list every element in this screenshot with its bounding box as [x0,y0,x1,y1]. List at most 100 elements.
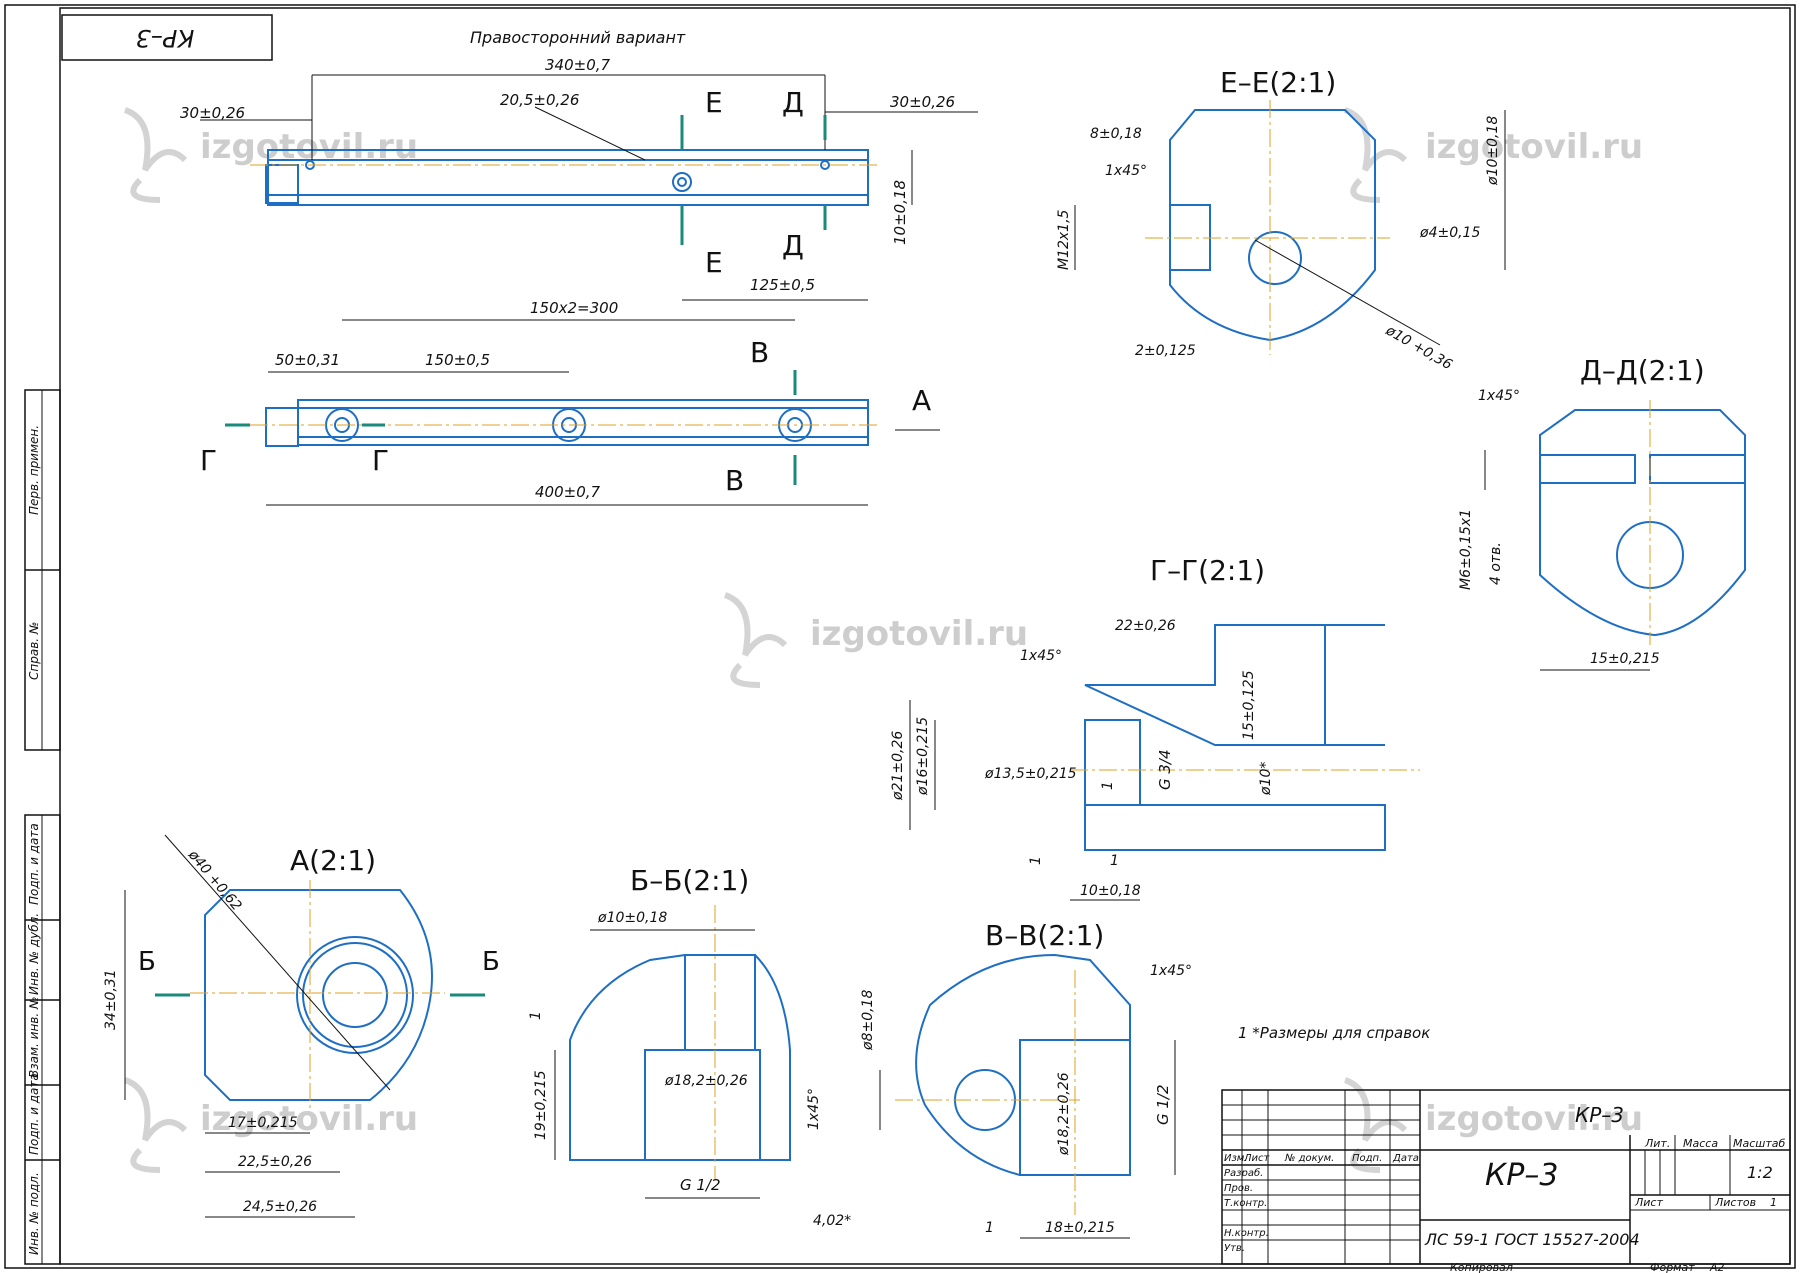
vv-dim-g12: G 1/2 [1154,1084,1172,1125]
a-dim-24-5: 24,5±0,26 [243,1199,317,1215]
section-gg: Г–Г(2:1) 22±0,26 1x45° ø21±0,26 ø16±0,21… [890,554,1420,901]
a-cut-b-left: Б [138,947,156,977]
ee-dim-chamfer: 1x45° [1105,163,1147,179]
cut-g-left: Г [200,444,217,477]
dim-30-right: 30±0,26 [890,93,955,111]
dim-150x2: 150x2=300 [530,299,618,317]
gg-dim-1b: 1 [1028,856,1044,865]
reference-note: 1 *Размеры для справок [1238,1024,1430,1042]
section-ee-title: Е–Е(2:1) [1220,66,1336,99]
vv-dim-18: 18±0,215 [1045,1220,1115,1236]
section-vv-title: В–В(2:1) [985,919,1104,952]
tb-scale-label: Масштаб [1733,1137,1785,1150]
gg-dim-d10: ø10* [1258,762,1274,796]
side-label-6: Подп. и дата [27,1073,41,1155]
gg-dim-10: 10±0,18 [1080,883,1141,899]
cut-v-top: В [750,336,769,369]
bb-dim-4-02: 4,02* [813,1213,851,1229]
bb-dim-g12: G 1/2 [680,1176,721,1194]
dim-50: 50±0,31 [275,351,340,369]
ee-dim-8: 8±0,18 [1090,126,1142,142]
corner-stamp: КР–3 [136,24,195,52]
gg-dim-22: 22±0,26 [1115,618,1176,634]
gg-dim-15: 15±0,125 [1241,670,1257,740]
dd-dim-chamfer: 1x45° [1478,388,1520,404]
title-block: КР–3 Изм. Лист № докум. Подп. Дата Разра… [1221,1089,1791,1273]
tb-designation: КР–3 [1485,1158,1558,1193]
gg-dim-d13-5: ø13,5±0,215 [984,766,1077,782]
gg-dim-d21: ø21±0,26 [890,731,906,801]
dd-dim-holes: 4 отв. [1488,542,1504,585]
tb-col-izm: Изм. [1224,1153,1248,1164]
side-label-7: Инв. № подл. [27,1172,41,1255]
tb-row-utv: Утв. [1224,1243,1245,1254]
side-label-1: Перв. примен. [27,425,41,515]
gg-dim-1a: 1 [1100,781,1116,790]
tb-header-code: КР–3 [1575,1103,1624,1127]
a-dim-34: 34±0,31 [103,969,119,1030]
tb-mass: Масса [1683,1137,1718,1150]
dim-30-left: 30±0,26 [180,104,245,122]
section-vv: В–В(2:1) 1x45° ø8±0,18 ø18,2±0,26 G 1/2 … [860,919,1192,1239]
cut-d-bottom: Д [782,229,804,262]
corner-stamp-box [61,14,273,61]
dim-125: 125±0,5 [750,276,815,294]
bb-dim-d18-2: ø18,2±0,26 [664,1073,748,1089]
tb-material: ЛС 59-1 ГОСТ 15527-2004 [1424,1230,1640,1249]
dd-dim-15: 15±0,215 [1590,651,1660,667]
section-gg-title: Г–Г(2:1) [1150,554,1265,587]
svg-text:izgotovil.ru: izgotovil.ru [200,1099,418,1139]
tb-sheets-value: 1 [1770,1196,1777,1209]
gg-dim-1c: 1 [1110,853,1119,869]
dim-340: 340±0,7 [545,56,611,74]
view-a-title: А(2:1) [290,844,376,877]
bb-dim-chamfer: 1x45° [806,1088,822,1130]
a-dim-22-5: 22,5±0,26 [238,1154,312,1170]
tb-col-date: Дата [1392,1153,1419,1164]
gg-dim-g34: G 3/4 [1156,749,1174,790]
cut-g-right: Г [372,444,389,477]
vv-dim-chamfer: 1x45° [1150,963,1192,979]
cut-e-top: Е [705,86,723,119]
outer-frame [4,4,1796,1269]
tb-row-nkontr: Н.контр. [1224,1228,1269,1239]
cut-e-bottom: Е [705,246,723,279]
vv-dim-d8: ø8±0,18 [860,990,876,1051]
svg-text:izgotovil.ru: izgotovil.ru [1425,1099,1643,1139]
section-dd-title: Д–Д(2:1) [1580,354,1705,387]
tb-format: Формат [1650,1261,1695,1273]
tb-lit: Лит. [1644,1137,1670,1150]
vv-dim-d18-2: ø18,2±0,26 [1056,1072,1072,1156]
section-dd: Д–Д(2:1) 1x45° M6±0,15x1 4 отв. 15±0,215 [1458,354,1746,671]
top-view: Правосторонний вариант 340±0,7 30±0,26 2… [180,28,978,301]
dim-20-5: 20,5±0,26 [500,91,579,109]
watermark: izgotovil.ru izgotovil.ru izgotovil.ru i… [123,107,1643,1173]
side-label-4: Инв. № дубл. [27,913,41,995]
ee-dim-d10-tol: ø10 +0,36 [1382,322,1455,373]
side-label-2: Справ. № [27,622,41,680]
a-cut-b-right: Б [482,947,500,977]
a-dim-d40: ø40 +0,62 [184,847,244,915]
section-bb: Б–Б(2:1) ø10±0,18 1 19±0,215 ø18,2±0,26 … [528,864,851,1229]
svg-text:izgotovil.ru: izgotovil.ru [810,614,1028,654]
tb-col-list: Лист [1243,1153,1271,1164]
ee-dim-d10: ø10±0,18 [1485,116,1501,186]
tb-col-sign: Подп. [1352,1153,1382,1164]
variant-note: Правосторонний вариант [470,28,686,47]
svg-text:izgotovil.ru: izgotovil.ru [1425,127,1643,167]
cut-v-bottom: В [725,464,744,497]
cut-d-top: Д [782,86,804,119]
section-bb-title: Б–Б(2:1) [630,864,749,897]
view-a: А(2:1) ø40 +0,62 34±0,31 17±0,215 22,5±0… [103,834,500,1218]
ee-dim-2: 2±0,125 [1135,343,1196,359]
bb-dim-d10: ø10±0,18 [597,910,667,926]
tb-format-value: А2 [1709,1261,1725,1273]
side-label-5: Взам. инв. № [27,997,41,1078]
view-arrow-a: А [912,384,931,417]
dim-150: 150±0,5 [425,351,490,369]
tb-scale-value: 1:2 [1747,1163,1773,1182]
dim-10: 10±0,18 [891,180,909,245]
side-label-3: Подп. и дата [27,823,41,905]
dd-dim-m6: M6±0,15x1 [1458,509,1474,590]
